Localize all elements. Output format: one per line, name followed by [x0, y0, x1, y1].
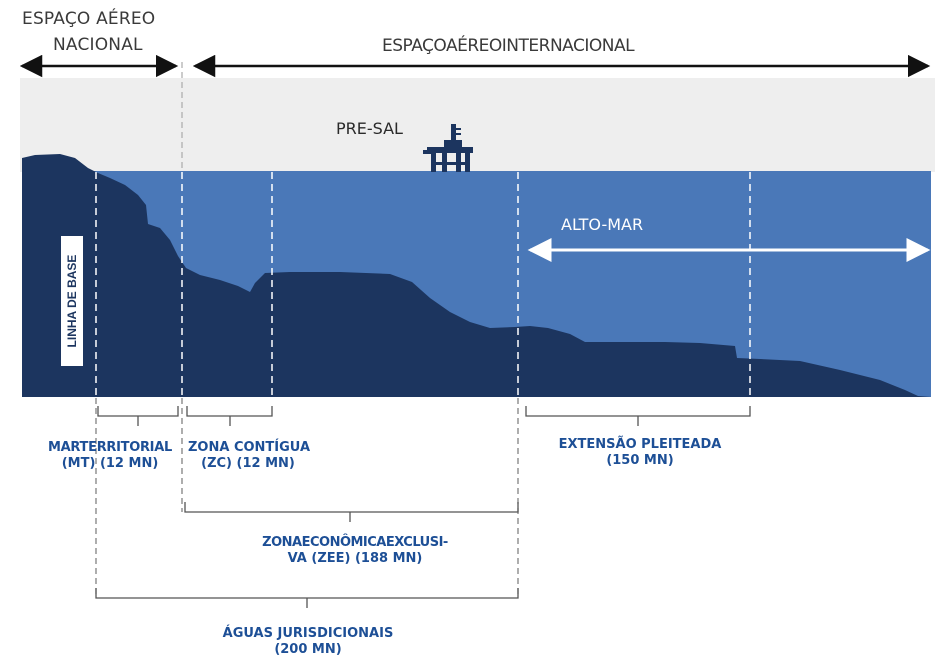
territorial-sea-label: MARTERRITORIAL (MT) (12 MN): [39, 440, 181, 472]
presal-label: PRE-SAL: [336, 119, 403, 138]
jurisdictional-waters-label-line1: ÁGUAS JURISDICIONAIS: [222, 626, 394, 641]
eez-label-line1: ZONAECONÔMICAEXCLUSI-: [262, 535, 448, 550]
international-airspace-label: ESPAÇOAÉREOINTERNACIONAL: [382, 36, 635, 56]
zone-brackets: [95, 406, 751, 608]
seabed-profile: [22, 154, 931, 397]
contiguous-zone-label-line2: (ZC) (12 MN): [201, 456, 295, 471]
eez-bracket: [184, 502, 519, 522]
oil-platform-icon: [423, 124, 473, 172]
territorial-sea-label-line1: MARTERRITORIAL: [48, 440, 172, 455]
eez-label-line2: VA (ZEE) (188 MN): [287, 551, 423, 566]
national-airspace-label-line1: ESPAÇO AÉREO: [22, 9, 156, 29]
sky-band: [20, 78, 935, 172]
high-seas-label: ALTO-MAR: [561, 215, 644, 234]
contiguous-zone-label-line1: ZONA CONTÍGUA: [188, 440, 311, 455]
jurisdictional-bracket: [95, 588, 519, 608]
baseline-label-box: [61, 236, 83, 366]
extension-label: EXTENSÃO PLEITEADA (150 MN): [545, 437, 735, 469]
contiguous-zone-bracket: [186, 406, 273, 426]
territorial-sea-bracket: [97, 406, 179, 426]
eez-label: ZONAECONÔMICAEXCLUSI- VA (ZEE) (188 MN): [225, 535, 485, 567]
jurisdictional-waters-label: ÁGUAS JURISDICIONAIS (200 MN): [200, 626, 416, 658]
zone-boundaries-below: [95, 398, 519, 598]
extension-bracket: [525, 406, 751, 426]
extension-label-line1: EXTENSÃO PLEITEADA: [558, 437, 722, 452]
territorial-sea-label-line2: (MT) (12 MN): [61, 456, 159, 471]
zone-boundaries-water: [95, 172, 751, 397]
extension-label-line2: (150 MN): [606, 453, 674, 468]
contiguous-zone-label: ZONA CONTÍGUA (ZC) (12 MN): [188, 440, 311, 472]
baseline-label: LINHA DE BASE: [65, 255, 79, 348]
jurisdictional-waters-label-line2: (200 MN): [274, 642, 342, 657]
national-airspace-label-line2: NACIONAL: [53, 35, 143, 55]
